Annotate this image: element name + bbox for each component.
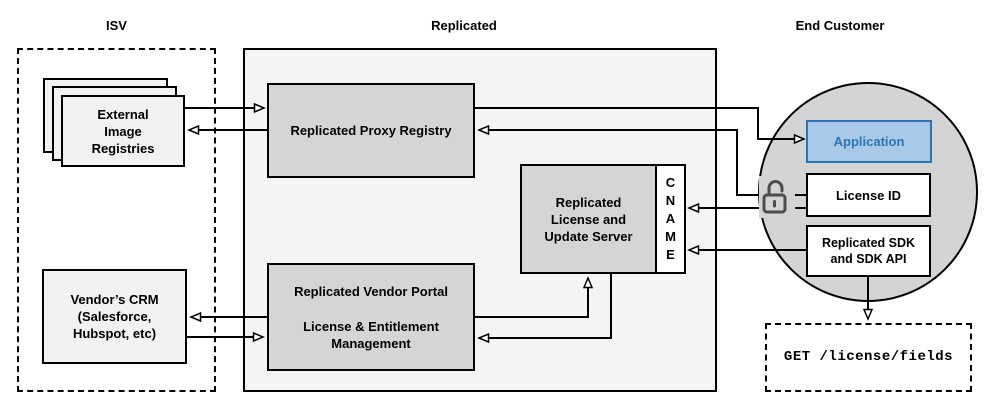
cname-letter-n: N [665,193,676,208]
vendor-portal-title: Replicated Vendor Portal [294,283,448,299]
registries-line-3: Registries [91,140,155,156]
sdk-node: Replicated SDK and SDK API [806,225,931,277]
update-server-node: Replicated License and Update Server [520,164,657,274]
section-label-isv: ISV [106,18,127,33]
vendor-portal-subtitle-2: Management [331,335,411,351]
vendor-portal-subtitle-1: License & Entitlement [303,318,439,334]
section-label-replicated: Replicated [431,18,497,33]
section-label-end-customer: End Customer [795,18,885,33]
lock-open-icon [759,176,795,218]
proxy-registry-label: Replicated Proxy Registry [290,123,452,138]
application-node: Application [806,120,932,163]
crm-line-1: Vendor’s CRM [70,292,159,307]
cname-letter-a: A [665,211,676,226]
external-image-registries-node: External Image Registries [61,95,185,167]
vendor-portal-node: Replicated Vendor Portal License & Entit… [267,263,475,371]
registries-line-1: External [97,106,149,122]
cname-letter-c: C [665,175,676,190]
registries-line-2: Image [104,123,142,139]
license-id-node: License ID [806,173,931,217]
cname-node: C N A M E [655,164,686,274]
application-label: Application [833,134,905,149]
crm-line-3: Hubspot, etc) [72,326,157,341]
vendor-crm-node: Vendor’s CRM (Salesforce, Hubspot, etc) [42,269,187,364]
update-server-line-3: Update Server [544,228,633,244]
cname-letter-e: E [666,247,675,262]
proxy-registry-node: Replicated Proxy Registry [267,83,475,178]
crm-line-2: (Salesforce, [77,309,152,324]
update-server-line-2: License and [550,211,627,227]
update-server-line-1: Replicated [555,194,622,210]
get-license-fields-box: GET /license/fields [765,323,972,392]
sdk-line-2: and SDK API [830,252,907,266]
cname-letter-m: M [665,229,676,244]
get-endpoint-label: GET /license/fields [783,349,954,365]
sdk-line-1: Replicated SDK [821,236,916,250]
license-id-label: License ID [835,187,902,203]
